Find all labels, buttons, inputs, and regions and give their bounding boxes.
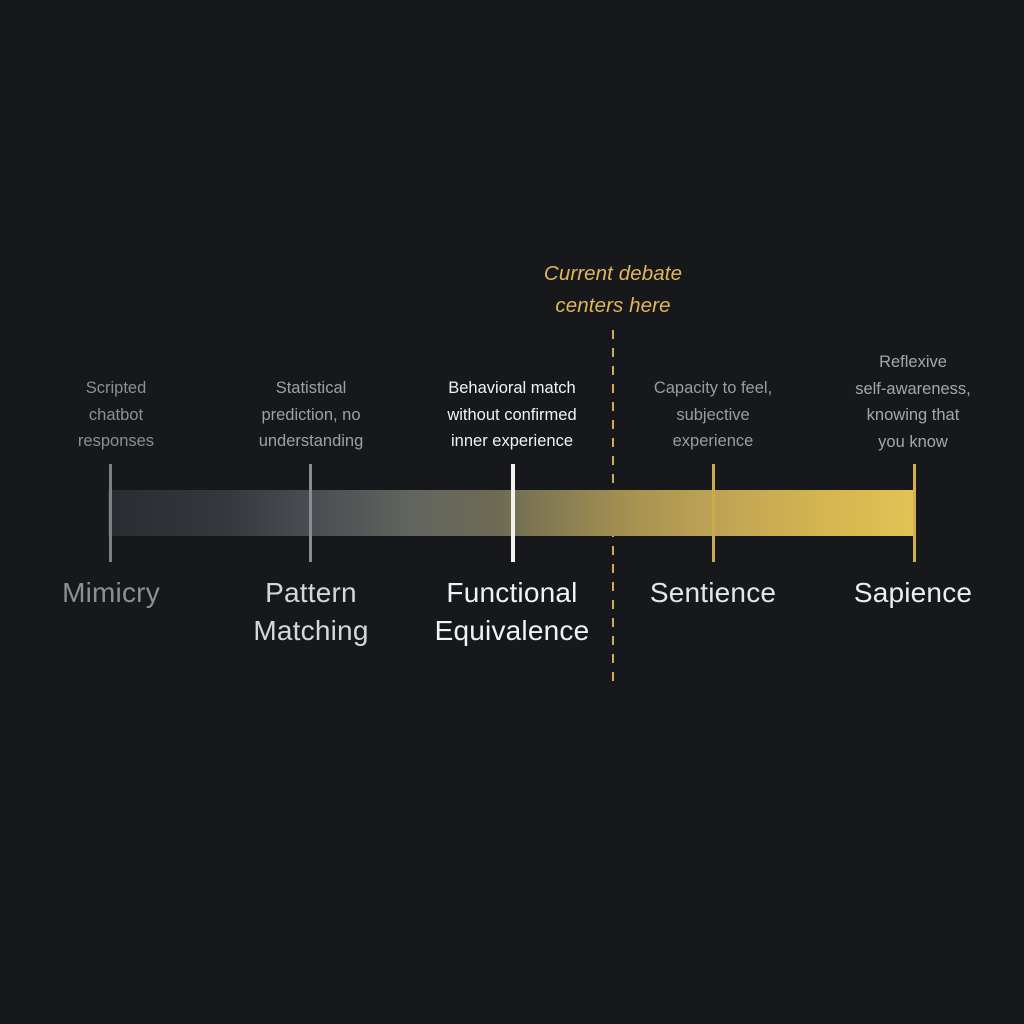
stage-label-functional-equivalence: Functional Equivalence [435,574,590,650]
annotation-line-1: Current debate [543,262,683,285]
description-line: you know [878,432,948,451]
stage-label-sapience: Sapience [854,574,972,612]
description-line: chatbot [88,405,144,424]
description-line: experience [672,432,754,450]
stage-label-line: Pattern [265,577,357,608]
description-line: Capacity to feel, [653,379,773,397]
description-functional-equivalence: Behavioral match without confirmed inner… [447,375,576,455]
stage-label-line: Equivalence [434,615,590,646]
description-line: without confirmed [447,405,577,424]
description-line: responses [77,432,155,450]
description-mimicry: Scripted chatbot responses [78,375,154,455]
description-line: Scripted [85,379,147,397]
description-line: Behavioral match [448,379,576,397]
tick-mimicry [109,464,112,562]
stage-label-pattern-matching: Pattern Matching [253,574,368,650]
tick-functional-equivalence [511,464,515,562]
description-line: subjective [676,405,750,424]
stage-label-line: Sentience [649,577,777,608]
description-sentience: Capacity to feel, subjective experience [654,375,772,455]
description-line: knowing that [866,406,960,424]
stage-label-line: Sapience [853,577,973,608]
description-pattern-matching: Statistical prediction, no understanding [259,375,364,455]
stage-label-mimicry: Mimicry [62,574,160,612]
tick-sapience [913,464,916,562]
description-sapience: Reflexive self-awareness, knowing that y… [855,349,971,455]
tick-pattern-matching [309,464,312,562]
description-line: Statistical [275,379,347,397]
tick-sentience [712,464,715,562]
description-line: understanding [258,432,364,450]
description-line: self-awareness, [855,379,971,398]
description-line: prediction, no [261,405,361,424]
stage-label-line: Mimicry [62,577,160,608]
stage-label-sentience: Sentience [650,574,776,612]
stage-label-line: Functional [446,577,578,608]
stage-label-line: Matching [253,615,369,646]
current-debate-annotation: Current debate centers here [453,258,773,322]
description-line: inner experience [451,432,573,450]
annotation-line-2: centers here [555,294,671,317]
description-line: Reflexive [879,353,947,371]
